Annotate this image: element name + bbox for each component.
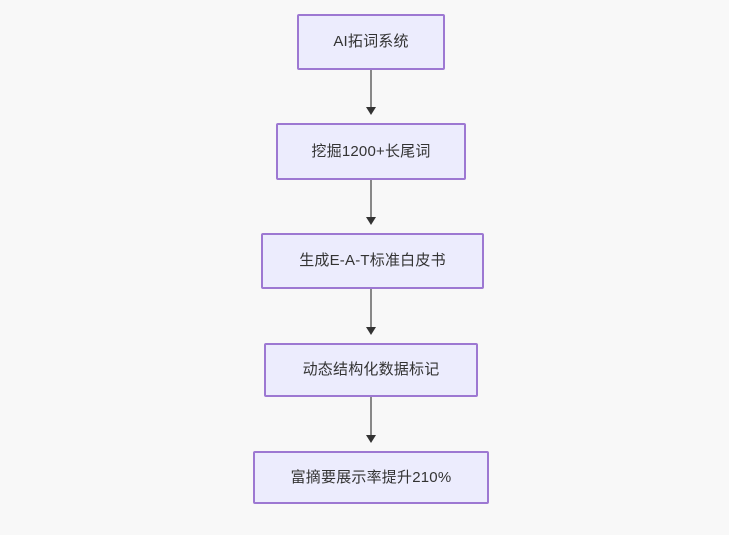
connector-node3-node4: [366, 289, 376, 335]
arrowhead-icon: [366, 107, 376, 115]
flow-node-4[interactable]: 动态结构化数据标记: [264, 343, 478, 397]
connector-line: [370, 70, 372, 108]
flow-node-label: 富摘要展示率提升210%: [290, 468, 452, 486]
flow-node-label: AI拓词系统: [333, 33, 409, 50]
flow-node-1[interactable]: AI拓词系统: [297, 14, 445, 70]
arrowhead-icon: [366, 435, 376, 443]
flow-node-2[interactable]: 挖掘1200+长尾词: [276, 123, 466, 180]
connector-line: [370, 180, 372, 218]
arrowhead-icon: [366, 327, 376, 335]
flow-node-3[interactable]: 生成E-A-T标准白皮书: [261, 233, 484, 289]
connector-node2-node3: [366, 180, 376, 225]
connector-node1-node2: [366, 70, 376, 115]
flow-node-5[interactable]: 富摘要展示率提升210%: [253, 451, 489, 504]
connector-line: [370, 289, 372, 328]
flow-node-label: 挖掘1200+长尾词: [311, 142, 431, 160]
connector-line: [370, 397, 372, 436]
connector-node4-node5: [366, 397, 376, 443]
arrowhead-icon: [366, 217, 376, 225]
flow-node-label: 生成E-A-T标准白皮书: [299, 252, 446, 269]
flow-node-label: 动态结构化数据标记: [302, 361, 440, 378]
